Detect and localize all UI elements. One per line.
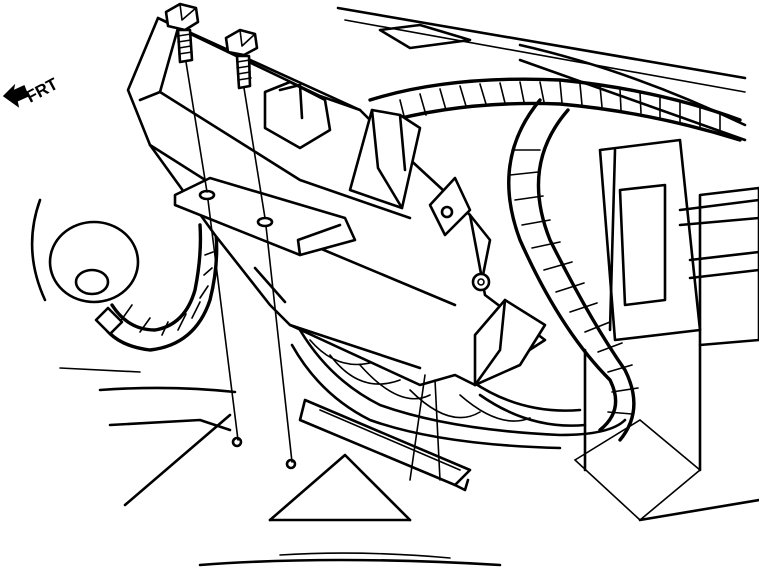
front-direction-indicator: FRT: [2, 74, 62, 108]
front-direction-label: FRT: [23, 74, 62, 107]
front-direction-arrow-icon: [2, 83, 29, 108]
vehicle-body-panel: [336, 6, 759, 522]
wiring-harness-left-loop: [48, 220, 219, 352]
bolt-icon: [164, 2, 200, 64]
mounting-floor: [30, 198, 502, 567]
retaining-rail: [298, 398, 472, 492]
bolt-icon: [224, 28, 259, 90]
wiring-harness-main: [290, 77, 742, 450]
bolt-alignment-lines: [185, 61, 441, 481]
